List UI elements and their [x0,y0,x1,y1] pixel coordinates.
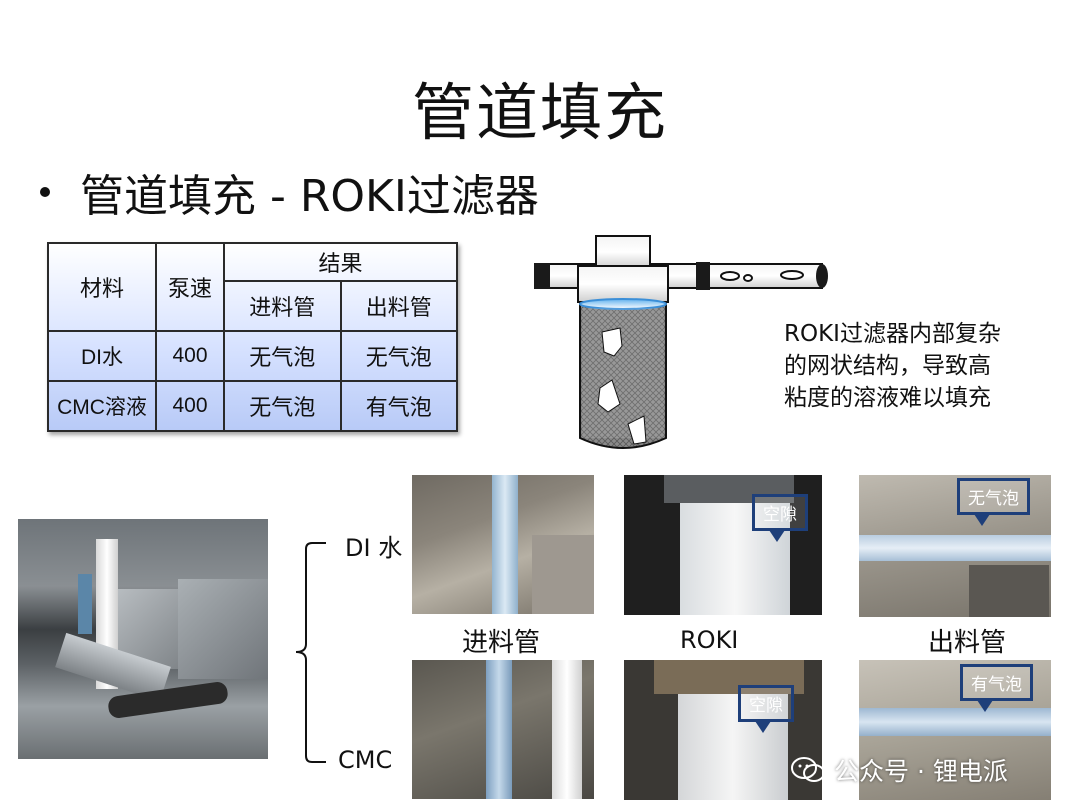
bullet-item: 管道填充 - ROKI过滤器 [40,160,539,224]
watermark: 公众号 · 锂电派 [790,752,1008,788]
pipe-cap-left [534,263,550,289]
bullet-dot [40,187,50,197]
photo-di-outlet [859,475,1051,617]
callout-gap-di: 空隙 [752,494,808,542]
photo-di-inlet [412,475,594,614]
cell-inlet: 无气泡 [223,380,342,432]
cell-outlet: 有气泡 [339,380,458,432]
roki-filter-diagram [534,235,828,449]
note-line: ROKI过滤器内部复杂 [784,321,1001,347]
callout-gap-cmc: 空隙 [738,685,794,733]
photo-cmc-roki [624,660,822,800]
table-row: CMC溶液 400 无气泡 有气泡 [47,380,458,432]
note-line: 的网状结构，导致高 [784,353,991,379]
slide-title: 管道填充 [411,76,668,149]
watermark-text: 公众号 · 锂电派 [834,757,1008,786]
cell-material: DI水 [47,330,157,382]
table-row: DI水 400 无气泡 无气泡 [47,330,458,382]
header-result: 结果 [223,242,458,282]
row-label-di: DI 水 [345,534,403,562]
cell-speed: 400 [155,380,225,432]
note-line: 粘度的溶液难以填充 [784,385,991,411]
bracket [295,542,326,763]
filter-top [595,235,651,269]
row-label-cmc: CMC [338,746,393,774]
col-label-inlet: 进料管 [462,628,541,658]
filter-housing [579,301,667,449]
header-inlet: 进料管 [223,280,342,332]
filter-collar [577,265,669,303]
equipment-photo [18,519,268,759]
callout-bubble: 有气泡 [960,664,1033,712]
pipe-clamp [696,262,710,290]
cell-material: CMC溶液 [47,380,157,432]
header-outlet: 出料管 [339,280,458,332]
pipe-cap-right [816,264,828,288]
cell-speed: 400 [155,330,225,382]
wechat-icon [791,757,825,782]
photo-cmc-inlet [412,660,594,799]
filter-note: ROKI过滤器内部复杂 的网状结构，导致高 粘度的溶液难以填充 [784,318,1054,414]
cell-inlet: 无气泡 [223,330,342,382]
col-label-outlet: 出料管 [928,628,1007,658]
callout-no-bubble: 无气泡 [957,478,1030,526]
cell-outlet: 无气泡 [339,330,458,382]
photo-cmc-outlet [859,660,1051,800]
col-label-roki: ROKI [680,626,739,654]
results-table: 材料 泵速 结果 进料管 出料管 DI水 400 无气泡 无气泡 CMC溶液 4… [47,242,458,432]
bullet-text: 管道填充 - ROKI过滤器 [80,171,539,222]
photo-di-roki [624,475,822,615]
header-speed: 泵速 [155,242,225,332]
header-material: 材料 [47,242,157,332]
